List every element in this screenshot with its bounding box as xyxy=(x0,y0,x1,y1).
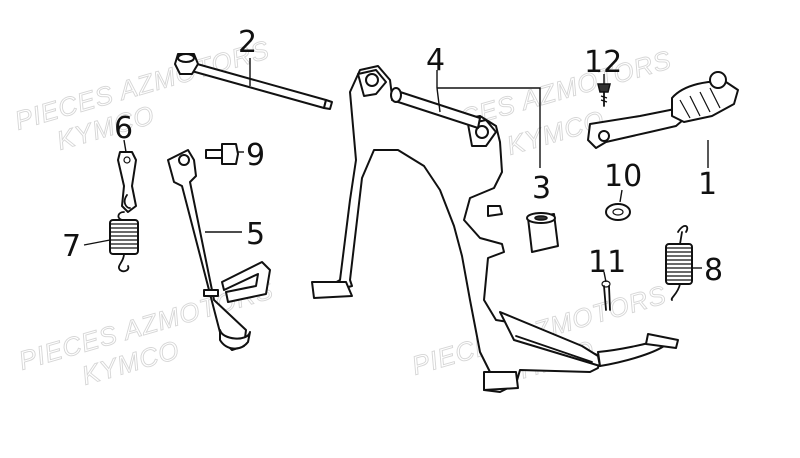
part-12-screw xyxy=(597,83,611,107)
leader-7 xyxy=(83,239,111,246)
callout-6: 6 xyxy=(114,111,133,146)
part-2-shaft xyxy=(174,53,333,110)
callout-7: 7 xyxy=(62,229,81,264)
part-1-pedal-arm xyxy=(587,71,739,149)
part-11-cotter-pin xyxy=(601,280,611,311)
callout-11: 11 xyxy=(588,245,626,280)
callout-4: 4 xyxy=(426,43,445,78)
callout-3: 3 xyxy=(532,171,551,206)
callout-labels: 2 4 12 6 9 1 10 3 5 7 11 8 xyxy=(62,25,723,288)
callout-9: 9 xyxy=(246,138,265,173)
part-6-spring-bracket xyxy=(117,151,137,213)
callout-1: 1 xyxy=(698,167,717,202)
part-9-bolt xyxy=(205,143,239,165)
leader-10 xyxy=(619,189,623,203)
watermark-layer: PIECES AZMOTORS KYMCO PIECES AZMOTORS KY… xyxy=(11,34,675,391)
leader-6 xyxy=(123,139,127,153)
callout-2: 2 xyxy=(238,25,257,60)
callout-8: 8 xyxy=(704,253,723,288)
part-5-side-stand xyxy=(167,149,271,351)
part-10-washer xyxy=(605,203,631,221)
part-3-bushing xyxy=(526,212,559,253)
callout-10: 10 xyxy=(604,159,642,194)
leader-lines xyxy=(83,58,709,283)
part-7-spring-left xyxy=(109,211,139,273)
callout-12: 12 xyxy=(584,45,622,80)
leader-4 xyxy=(436,70,541,168)
leader-11 xyxy=(603,271,607,283)
part-4-center-stand xyxy=(311,65,679,393)
part-8-spring-right xyxy=(665,225,693,301)
callout-5: 5 xyxy=(246,217,265,252)
